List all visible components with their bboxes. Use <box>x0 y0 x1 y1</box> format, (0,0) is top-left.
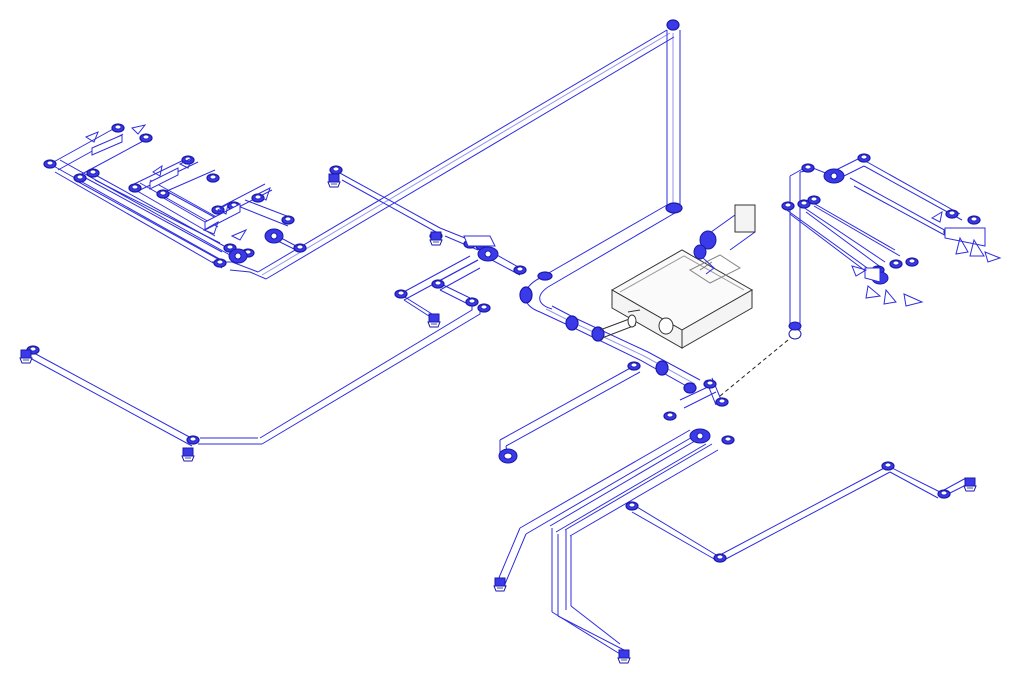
upper-left-diffusers <box>84 124 271 241</box>
middle-left-branch-duct <box>29 171 521 447</box>
right-branch-diffusers <box>851 210 1002 307</box>
lower-right-fittings <box>625 435 951 563</box>
air-handling-unit <box>599 249 754 349</box>
connection-leader-line <box>719 339 789 397</box>
lower-right-branch-duct <box>497 429 969 655</box>
main-trunk-duct <box>257 29 701 389</box>
right-riser-end <box>788 321 802 340</box>
upper-left-dampers <box>228 228 284 264</box>
middle-left-dampers <box>463 235 499 262</box>
trunk-fittings <box>519 19 697 394</box>
right-branch-duct <box>783 157 963 330</box>
middle-left-fittings <box>26 165 527 445</box>
unit-intake-duct <box>693 204 756 275</box>
centre-lower-terminal <box>498 448 518 464</box>
right-branch-fittings <box>781 153 981 275</box>
upper-left-branch-duct <box>49 127 301 280</box>
centre-lower-fittings <box>627 361 729 421</box>
lower-right-dampers <box>689 428 711 444</box>
